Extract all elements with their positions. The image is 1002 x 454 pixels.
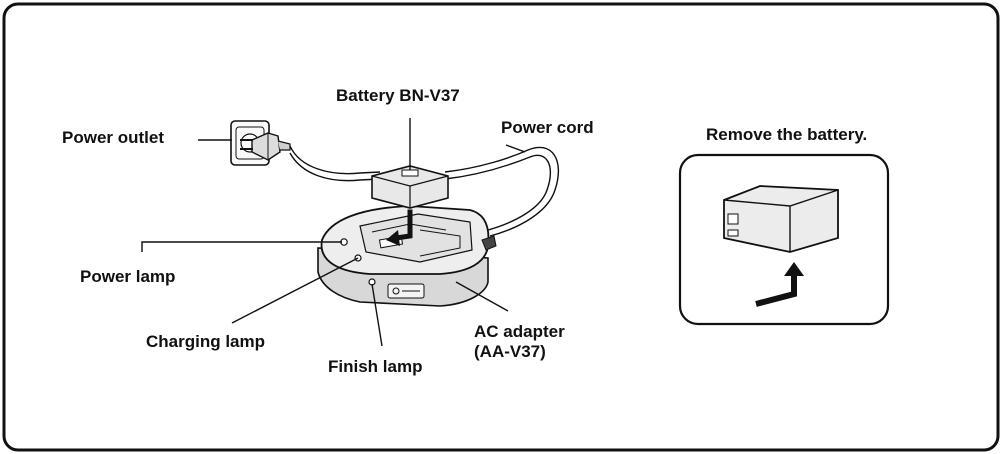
- battery-label: Battery BN-V37: [336, 86, 460, 105]
- charging-lamp-label: Charging lamp: [146, 332, 266, 351]
- remove-battery-panel: [678, 153, 890, 326]
- removed-battery-icon: [723, 185, 839, 253]
- ac-adapter-device: [317, 205, 497, 307]
- ac-adapter-model-label: (AA-V37): [474, 342, 546, 361]
- power-outlet-label: Power outlet: [62, 128, 165, 147]
- power-cord: [289, 145, 560, 237]
- battery-icon: [371, 165, 449, 209]
- leader-lines: [141, 118, 526, 347]
- remove-arrow-icon: [755, 262, 804, 307]
- power-cord-label: Power cord: [501, 118, 594, 137]
- ac-adapter-label: AC adapter: [474, 322, 565, 341]
- finish-lamp-label: Finish lamp: [328, 357, 423, 376]
- remove-battery-label: Remove the battery.: [706, 125, 868, 144]
- power-lamp-label: Power lamp: [80, 267, 176, 286]
- insert-arrow-icon: [386, 209, 413, 246]
